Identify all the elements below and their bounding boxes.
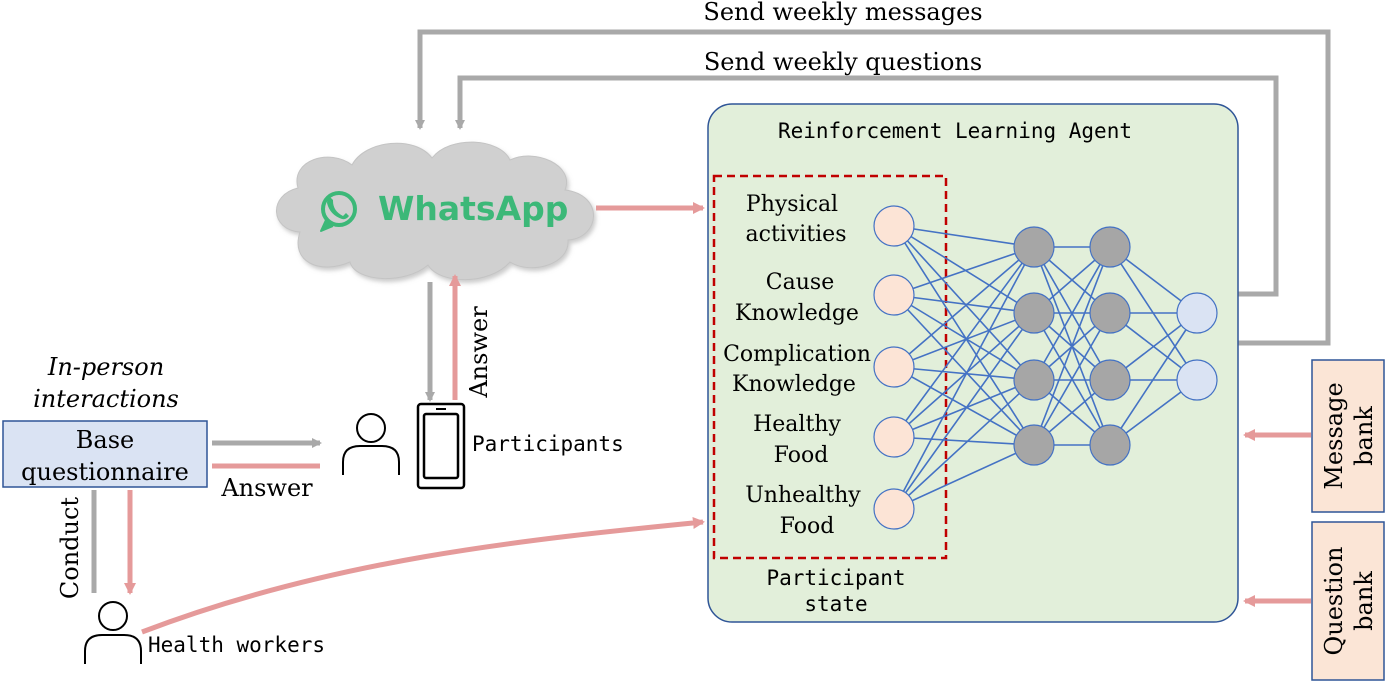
participants-label: Participants [472,432,624,456]
in-person-label-line2: interactions [33,385,179,413]
nn-edge [893,366,1035,381]
answer-vertical-label: Answer [465,306,493,399]
nn-edge [1109,312,1198,446]
nn-input-node [873,488,915,530]
nn-edge [893,225,1035,381]
nn-input-node [873,416,915,458]
nn-edge [1033,312,1111,446]
nn-hidden1-node [1013,226,1055,268]
question-bank-label-line2: bank [1350,571,1378,631]
feature-label-cause: Cause [766,270,834,295]
nn-edge [893,379,1035,510]
person-icon [84,601,142,664]
nn-hidden2-node [1089,359,1131,401]
answer-horizontal-label: Answer [220,474,313,502]
feature-label-cause-2: Knowledge [735,301,859,326]
nn-hidden1-node [1013,292,1055,334]
nn-edge [1033,246,1111,446]
feature-label-complication: Complication [723,342,871,367]
cloud-icon [276,141,594,281]
nn-edge [893,225,1035,314]
feature-label-healthy: Healthy [753,412,841,437]
nn-edge [893,312,1035,438]
message-bank-label-line1: Message [1320,382,1348,489]
feature-label-unhealthy-2: Food [780,514,835,539]
nn-edge [893,366,1035,446]
conduct-label: Conduct [56,497,84,600]
nn-edges [893,225,1198,510]
nn-output-node [1176,292,1218,334]
nn-edge [893,246,1035,510]
nn-hidden2-node [1089,226,1131,268]
nn-edge [893,246,1035,296]
nn-edge [893,294,1035,446]
feature-label-complication-2: Knowledge [732,372,856,397]
nn-edge [893,246,1035,368]
nn-hidden1-node [1013,359,1055,401]
participant-state-label-line2: state [804,592,867,616]
base-questionnaire-line2: questionnaire [21,458,189,486]
nn-hidden2-node [1089,292,1131,334]
nn-hidden1-node [1013,424,1055,466]
health-workers-label: Health workers [148,633,325,657]
feature-label-physical: Physical [746,192,838,217]
nn-edge [1033,246,1111,381]
nn-input-node [873,346,915,388]
send-questions-label: Send weekly questions [704,48,982,76]
nn-edge [893,312,1035,510]
nn-edge [893,444,1035,510]
feature-label-healthy-2: Food [774,443,829,468]
nn-hidden2-node [1089,424,1131,466]
nn-edge [893,246,1035,438]
nn-edge [893,225,1035,446]
nn-edge [893,436,1035,446]
rl-agent-title: Reinforcement Learning Agent [778,119,1132,143]
nn-output-node [1176,359,1218,401]
nn-edge [893,294,1035,381]
message-bank-box [1311,359,1385,513]
base-questionnaire-box [2,420,208,488]
smartphone-icon [416,402,466,490]
question-bank-box [1311,521,1385,681]
send-questions-arrow [455,75,1279,297]
send-messages-label: Send weekly messages [703,0,982,26]
question-bank-label-line1: Question [1320,547,1348,656]
in-person-label-line1: In-person [47,353,164,381]
message-bank-label-line2: bank [1350,406,1378,466]
base-questionnaire-line1: Base [76,426,134,454]
nn-nodes [873,205,1218,530]
nn-edge [893,379,1035,438]
nn-edge [893,225,1035,248]
feature-label-physical-2: activities [746,222,847,247]
nn-input-node [873,274,915,316]
nn-edge [893,294,1035,314]
whatsapp-logo-icon [320,191,357,232]
send-messages-arrow [415,29,1331,346]
whatsapp-wordmark: WhatsApp [378,189,568,228]
person-icon [342,413,400,475]
feature-label-unhealthy: Unhealthy [745,483,861,508]
nn-input-node [873,205,915,247]
nn-edge [893,312,1035,368]
participant-state-label-line1: Participant [766,566,905,590]
health-workers-to-agent-arrow [141,517,705,635]
